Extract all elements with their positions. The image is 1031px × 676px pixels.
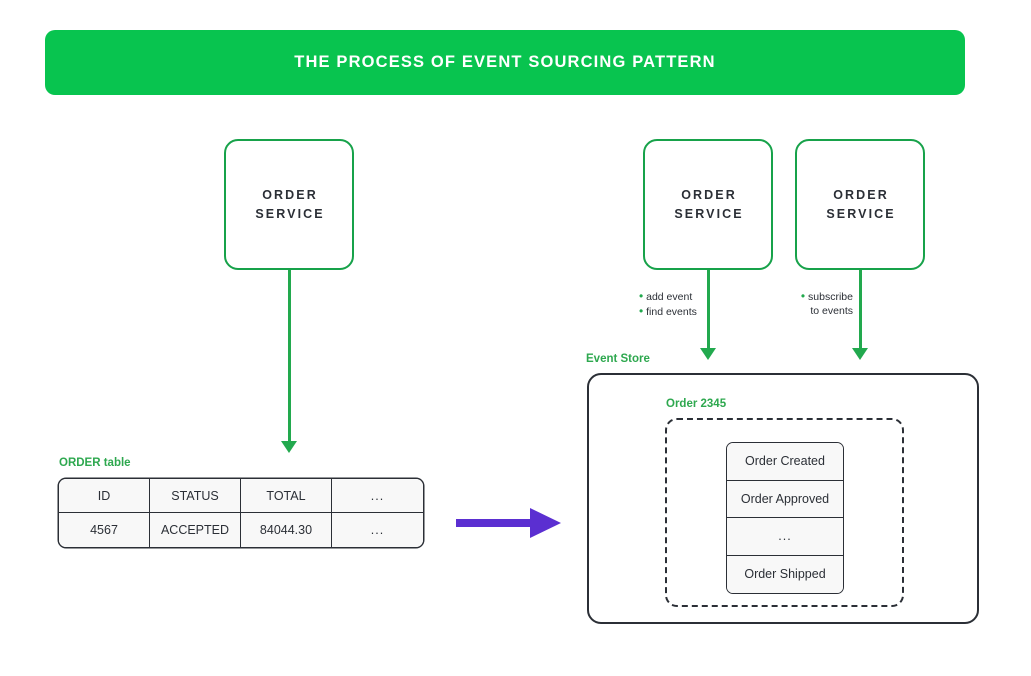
title-banner: THE PROCESS OF EVENT SOURCING PATTERN	[45, 30, 965, 95]
annotation-left: • add event • find events	[639, 289, 697, 319]
service-left-line1: ORDER	[262, 187, 318, 202]
annotation-left-line1: add event	[646, 291, 693, 303]
arrow-head	[530, 508, 561, 538]
service-right-line2: SERVICE	[826, 206, 896, 221]
table-header-cell: TOTAL	[241, 479, 332, 513]
event-stream-boundary	[665, 418, 904, 607]
event-stream-label: Order 2345	[666, 398, 727, 410]
arrow-down-icon-middle	[700, 348, 716, 360]
annotation-right-line2: to events	[810, 305, 853, 317]
arrow-down-icon-right	[852, 348, 868, 360]
service-right-line1: ORDER	[833, 187, 889, 202]
annotation-left-row2: • find events	[639, 304, 697, 319]
annotation-right-row2: to events	[791, 304, 853, 318]
connector-left-line	[288, 270, 291, 443]
connector-right-line	[859, 270, 862, 350]
table-cell-id: 4567	[59, 513, 150, 547]
table-header-cell: STATUS	[150, 479, 241, 513]
arrow-down-icon-left	[281, 441, 297, 453]
service-box-left: ORDER SERVICE	[224, 139, 354, 270]
annotation-right-row1: • subscribe	[791, 289, 853, 304]
event-list: Order Created Order Approved ... Order S…	[726, 442, 844, 594]
annotation-right-line1: subscribe	[808, 291, 853, 303]
list-item: ...	[727, 518, 843, 556]
list-item: Order Shipped	[727, 555, 843, 593]
event-store-label: Event Store	[586, 353, 650, 365]
table-cell-total: 84044.30	[241, 513, 332, 547]
list-item: Order Created	[727, 443, 843, 481]
order-table-label: ORDER table	[59, 457, 131, 469]
arrow-right-icon-transform	[456, 508, 561, 538]
annotation-left-line2: find events	[646, 306, 697, 318]
order-table: ID STATUS TOTAL ... 4567 ACCEPTED 84044.…	[59, 479, 423, 547]
table-header-cell: ID	[59, 479, 150, 513]
service-box-right: ORDER SERVICE	[795, 139, 925, 270]
table-cell-status: ACCEPTED	[150, 513, 241, 547]
service-left-line2: SERVICE	[255, 206, 325, 221]
table-row: 4567 ACCEPTED 84044.30 ...	[59, 513, 423, 547]
table-cell-more: ...	[332, 513, 423, 547]
table-header-cell: ...	[332, 479, 423, 513]
list-item: Order Approved	[727, 480, 843, 518]
service-box-middle: ORDER SERVICE	[643, 139, 773, 270]
connector-middle-line	[707, 270, 710, 350]
bullet-icon: •	[800, 289, 806, 303]
annotation-left-row1: • add event	[639, 289, 697, 304]
bullet-icon: •	[639, 289, 644, 303]
service-middle-line1: ORDER	[681, 187, 737, 202]
service-middle-line2: SERVICE	[674, 206, 744, 221]
table-header-row: ID STATUS TOTAL ...	[59, 479, 423, 513]
bullet-icon: •	[639, 304, 644, 318]
annotation-right: • subscribe to events	[791, 289, 853, 318]
arrow-shaft	[456, 519, 534, 527]
page-title: THE PROCESS OF EVENT SOURCING PATTERN	[294, 53, 716, 71]
